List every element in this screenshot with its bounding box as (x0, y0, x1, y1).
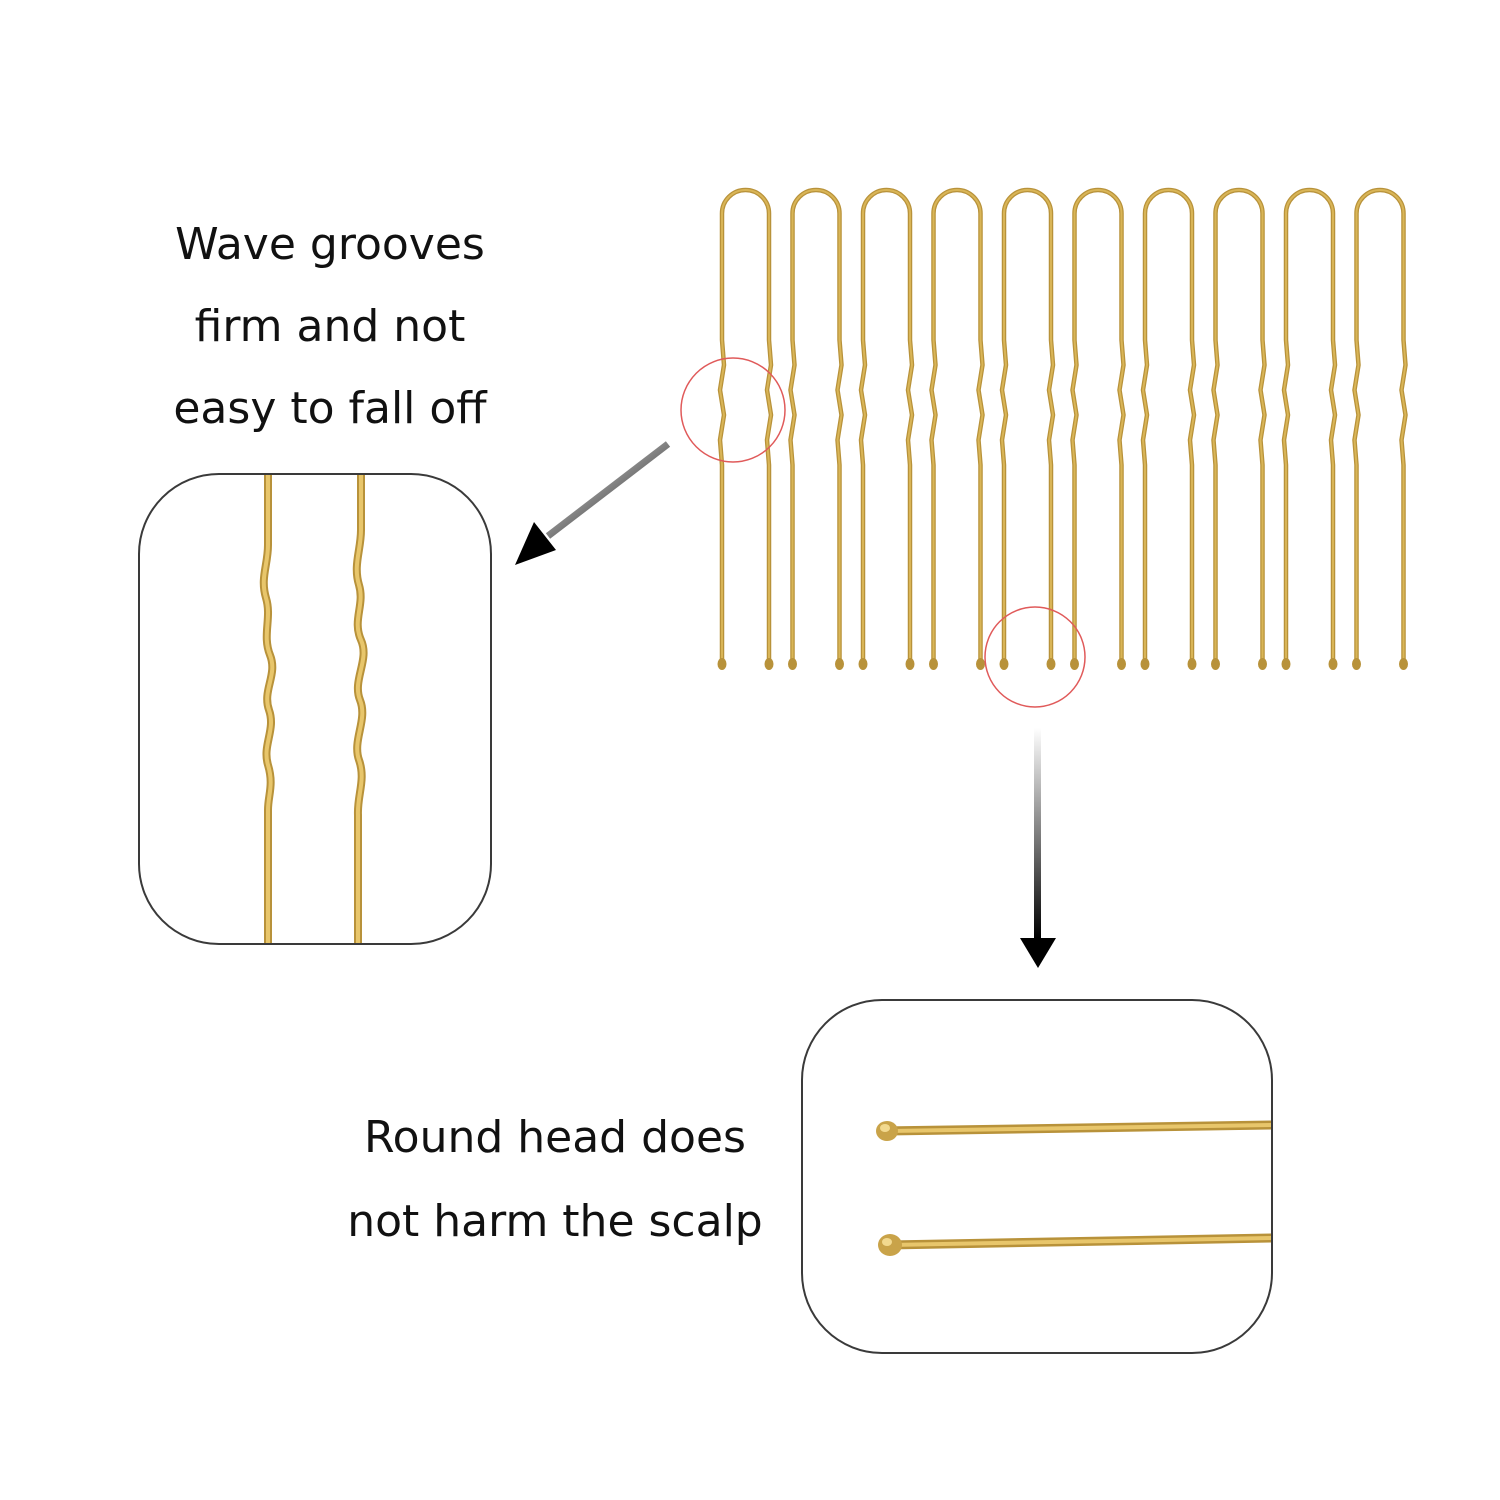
hair-pin (717, 187, 774, 670)
pin-round-tip (905, 658, 915, 670)
zoom-frame-round-head (801, 999, 1273, 1354)
pin-round-tip (788, 658, 797, 670)
hair-pins-group (717, 187, 1408, 670)
hair-pin (1281, 187, 1338, 670)
pin-round-tip (764, 658, 774, 670)
pin-round-tip (1046, 658, 1056, 670)
pin-round-tip (929, 658, 938, 670)
hair-pin (788, 187, 844, 670)
arrow-down-icon (1020, 728, 1056, 968)
pin-round-tip (858, 658, 868, 670)
pin-round-tip (1211, 658, 1220, 670)
wave-grooves-caption: Wave grooves firm and not easy to fall o… (130, 204, 530, 450)
hair-pin (1140, 187, 1197, 670)
pin-round-tip (717, 658, 727, 670)
pin-round-tip (999, 658, 1009, 670)
pin-round-tip (835, 658, 844, 670)
hair-pin (1070, 187, 1126, 670)
pin-round-tip (1117, 658, 1126, 670)
highlight-circle-icon (984, 606, 1086, 708)
pin-round-tip (1258, 658, 1267, 670)
hair-pin (1211, 187, 1267, 670)
pin-round-tip (1187, 658, 1197, 670)
hair-pin (1352, 187, 1408, 670)
caption-line: Wave grooves (175, 219, 485, 270)
caption-line: easy to fall off (173, 383, 487, 434)
pin-round-tip (1070, 658, 1079, 670)
pin-round-tip (1352, 658, 1361, 670)
hair-pin (999, 187, 1056, 670)
caption-line: Round head does (364, 1112, 746, 1163)
pin-round-tip (976, 658, 985, 670)
pin-round-tip (1328, 658, 1338, 670)
zoom-frame-wave (138, 473, 492, 945)
round-head-caption: Round head does not harm the scalp (325, 1096, 785, 1264)
pin-round-tip (1140, 658, 1150, 670)
arrow-down-left-icon (515, 441, 671, 565)
highlight-circle-icon (680, 357, 786, 463)
caption-line: not harm the scalp (347, 1196, 763, 1247)
pin-round-tip (1281, 658, 1291, 670)
hair-pin (929, 187, 985, 670)
hair-pin (858, 187, 915, 670)
caption-line: firm and not (194, 301, 466, 352)
pin-round-tip (1399, 658, 1408, 670)
